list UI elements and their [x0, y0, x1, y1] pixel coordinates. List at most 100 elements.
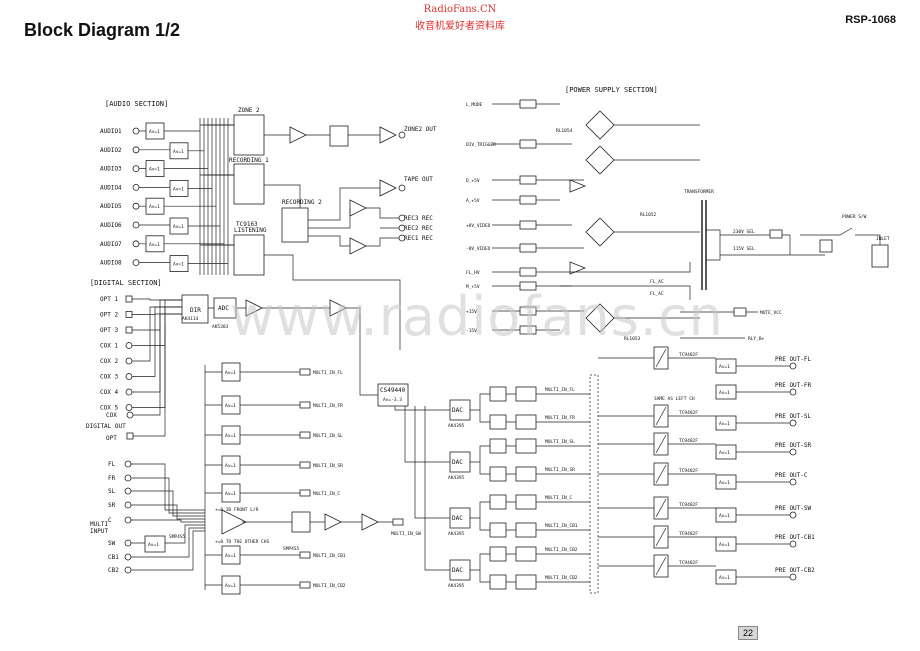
- amp-gain-label: Av=1: [719, 421, 730, 427]
- regulator: [519, 267, 537, 277]
- recording1-switch: [233, 163, 265, 205]
- audio-input-label: AUDIO7: [100, 241, 122, 248]
- multi-input-label-1: MULTI: [90, 521, 108, 528]
- pre-out-jack: [789, 388, 797, 396]
- front-note: +=0.3D FRONT L/R: [215, 507, 259, 513]
- amp-gain-label: Av=1: [173, 224, 184, 230]
- dir-label: DIR: [190, 307, 201, 314]
- amp-gain-label: Av=1: [225, 553, 236, 559]
- amp-gain-label: Av=1: [719, 513, 730, 519]
- tc9163-label: TC9163: [236, 221, 258, 228]
- dac-output-amp: [515, 466, 537, 482]
- digital-out-label: DIGITAL OUT: [86, 423, 126, 430]
- sw-input-amp: [144, 535, 166, 553]
- dac-part-label: AK4395: [448, 531, 465, 537]
- multi-out-connector: [299, 489, 311, 497]
- bridge-rectifier: [585, 110, 615, 140]
- mute-label: MUTE_VCC: [760, 310, 782, 316]
- multi-input-label-sl: SL: [108, 488, 116, 495]
- dac-output-label: MULTI_IN_FR: [545, 415, 575, 421]
- amp-gain-label: Av=1: [173, 186, 184, 192]
- power-rail-label: FL_HV: [466, 270, 480, 276]
- multi-in-sw: MULTI_IN_SW: [391, 531, 421, 537]
- dir-part: AK4114: [182, 316, 199, 322]
- cs49440-label: CS49440: [380, 387, 406, 394]
- recording2-switch: [281, 207, 309, 243]
- transformer-label: TRANSFORMER: [684, 189, 714, 195]
- amp-gain-label: Av=1: [148, 542, 159, 548]
- pre-out-label: PRE OUT-CB1: [775, 534, 815, 541]
- multi-out-label: MULTI_IN_CB2: [313, 583, 346, 589]
- zone2-volume: [329, 125, 349, 147]
- dac-label: DAC: [452, 515, 463, 522]
- digital-input-label: COX 4: [100, 389, 118, 396]
- pre-out-jack: [789, 511, 797, 519]
- pre-out-jack: [789, 448, 797, 456]
- multi-input-label-fr: FR: [108, 475, 116, 482]
- zone2-buffer: [289, 126, 307, 144]
- bass-sum-amp: [221, 509, 247, 535]
- watermark-site: RadioFans.CN: [423, 4, 497, 15]
- dac-output-label: MULTI_IN_CB2: [545, 547, 578, 553]
- regulator: [519, 99, 537, 109]
- fuse: [819, 239, 833, 253]
- multi-out-connector: [299, 581, 311, 589]
- dac-filter: [489, 546, 507, 562]
- amp-gain-label: Av=1: [149, 167, 160, 173]
- dir-chip: [181, 294, 209, 324]
- zone2-amp: [379, 126, 397, 144]
- bridge-rectifier: [585, 217, 615, 247]
- zone2-switch: [233, 114, 265, 156]
- regulator: [519, 195, 537, 205]
- amp-gain-label: Av=1: [149, 242, 160, 248]
- sw-filter: [291, 511, 311, 533]
- tc9482f-label: TC9482F: [679, 410, 698, 416]
- zone2-label: ZONE 2: [238, 107, 260, 114]
- digital-input-label: COX 5: [100, 405, 118, 412]
- listening-label: LISTENING: [234, 227, 267, 234]
- rly-label: RLY_B+: [748, 336, 765, 342]
- multi-out-connector: [299, 431, 311, 439]
- power-rail-label: -15V: [466, 328, 477, 334]
- dac-filter: [489, 414, 507, 430]
- recording2-label: RECORDING 2: [282, 199, 322, 206]
- power-rails: L_MODEDIV_TRIGGERD_+5VA_+5V+8V_VIDEO-8V_…: [466, 99, 584, 335]
- dac-output-amp: [515, 494, 537, 510]
- audio-input-jack: [132, 165, 140, 173]
- amp-gain-label: Av=1: [173, 262, 184, 268]
- optical-jack: [125, 326, 133, 334]
- inlet-label: INLET: [876, 236, 890, 242]
- audio-input-jack: [132, 127, 140, 135]
- multi-input-label-sr: SR: [108, 502, 116, 509]
- rec1-label: REC1 REC: [404, 235, 433, 242]
- coax-jack: [125, 373, 133, 380]
- multi-out-label: MULTI_IN_FL: [313, 370, 343, 376]
- multi-out-connector: [299, 368, 311, 376]
- tape-out-label: TAPE OUT: [404, 176, 433, 183]
- bridge-rectifiers: [560, 110, 700, 333]
- dac-filter: [489, 386, 507, 402]
- page-number: 22: [738, 626, 758, 640]
- optical-jack: [125, 295, 133, 303]
- power-rail-label: L_MODE: [466, 102, 483, 108]
- power-section-label: [POWER SUPPLY SECTION]: [565, 86, 658, 94]
- relay-1054: RL1054: [556, 128, 573, 134]
- dac-output-label: MULTI_IN_C: [545, 495, 572, 501]
- amp-gain-label: Av=1: [149, 204, 160, 210]
- rec3-amp: [349, 199, 367, 217]
- multi-input-label-sw: SW: [108, 540, 116, 547]
- multi-input-jack: [124, 566, 132, 574]
- watermark-large: www.radiofans.cn: [230, 285, 724, 348]
- regulator-diode: [569, 179, 587, 193]
- smp-label-1: SMP4S5: [169, 534, 186, 540]
- amp-gain-label: Av=1: [225, 370, 236, 376]
- pre-out-jack: [789, 573, 797, 581]
- audio-input-label: AUDIO8: [100, 260, 122, 267]
- recording1-label: RECORDING 1: [229, 157, 269, 164]
- multi-out-label: MULTI_IN_SR: [313, 463, 343, 469]
- dac-label: DAC: [452, 459, 463, 466]
- pre-out-jack: [789, 478, 797, 486]
- audio-input-jack: [132, 221, 140, 229]
- dac-output-label: MULTI_IN_SL: [545, 439, 575, 445]
